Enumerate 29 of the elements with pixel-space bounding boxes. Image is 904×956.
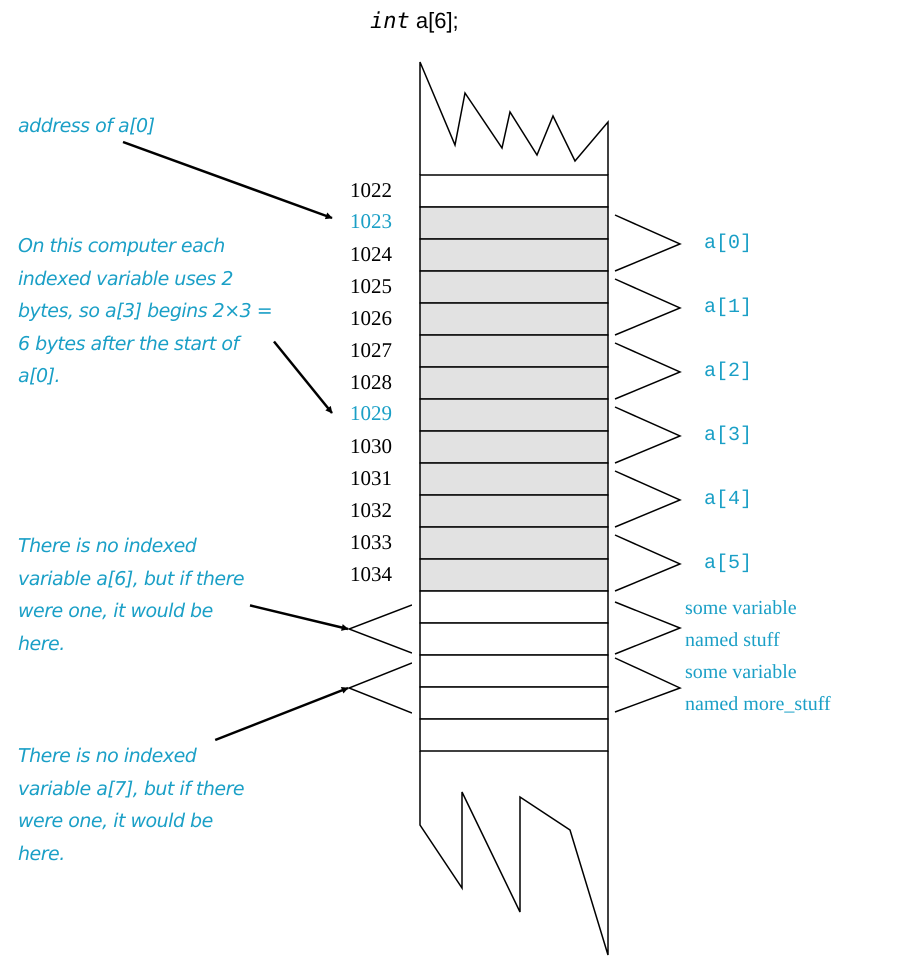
address-number: 1029 <box>332 398 392 428</box>
arrow <box>214 686 349 742</box>
variable-label: a[5] <box>704 551 754 577</box>
arrow <box>122 140 333 220</box>
address-number: 1022 <box>349 177 392 204</box>
arrow <box>250 604 349 631</box>
variable-label: a[4] <box>704 487 754 513</box>
address-number: 1025 <box>349 273 392 300</box>
variable-label: some variable named more_stuff <box>685 660 832 717</box>
annotation-text: There is no indexed variable a[6], but if there were one, it would be here. <box>18 530 250 660</box>
variable-label: a[1] <box>704 295 754 321</box>
annotation-text: address of a[0] <box>18 110 228 142</box>
address-number: 1031 <box>349 465 392 492</box>
address-number: 1028 <box>349 369 392 396</box>
address-number: 1026 <box>349 305 392 332</box>
title: int a[6]; <box>370 7 459 36</box>
address-number: 1034 <box>349 561 392 588</box>
annotation-text: On this computer each indexed variable uses 2 bytes, so a[3] begins 2×3 = 6 bytes after the start of a[0]. <box>18 230 274 394</box>
address-number: 1033 <box>349 529 392 556</box>
address-number: 1024 <box>349 241 392 268</box>
arrow <box>273 340 333 414</box>
address-number: 1027 <box>349 337 392 364</box>
variable-label: a[0] <box>704 231 754 257</box>
variable-label: a[3] <box>704 423 754 449</box>
variable-label: a[2] <box>704 359 754 385</box>
annotation-text: There is no indexed variable a[7], but if there were one, it would be here. <box>18 740 250 870</box>
address-number: 1030 <box>349 433 392 460</box>
address-number: 1023 <box>332 206 392 236</box>
address-number: 1032 <box>349 497 392 524</box>
